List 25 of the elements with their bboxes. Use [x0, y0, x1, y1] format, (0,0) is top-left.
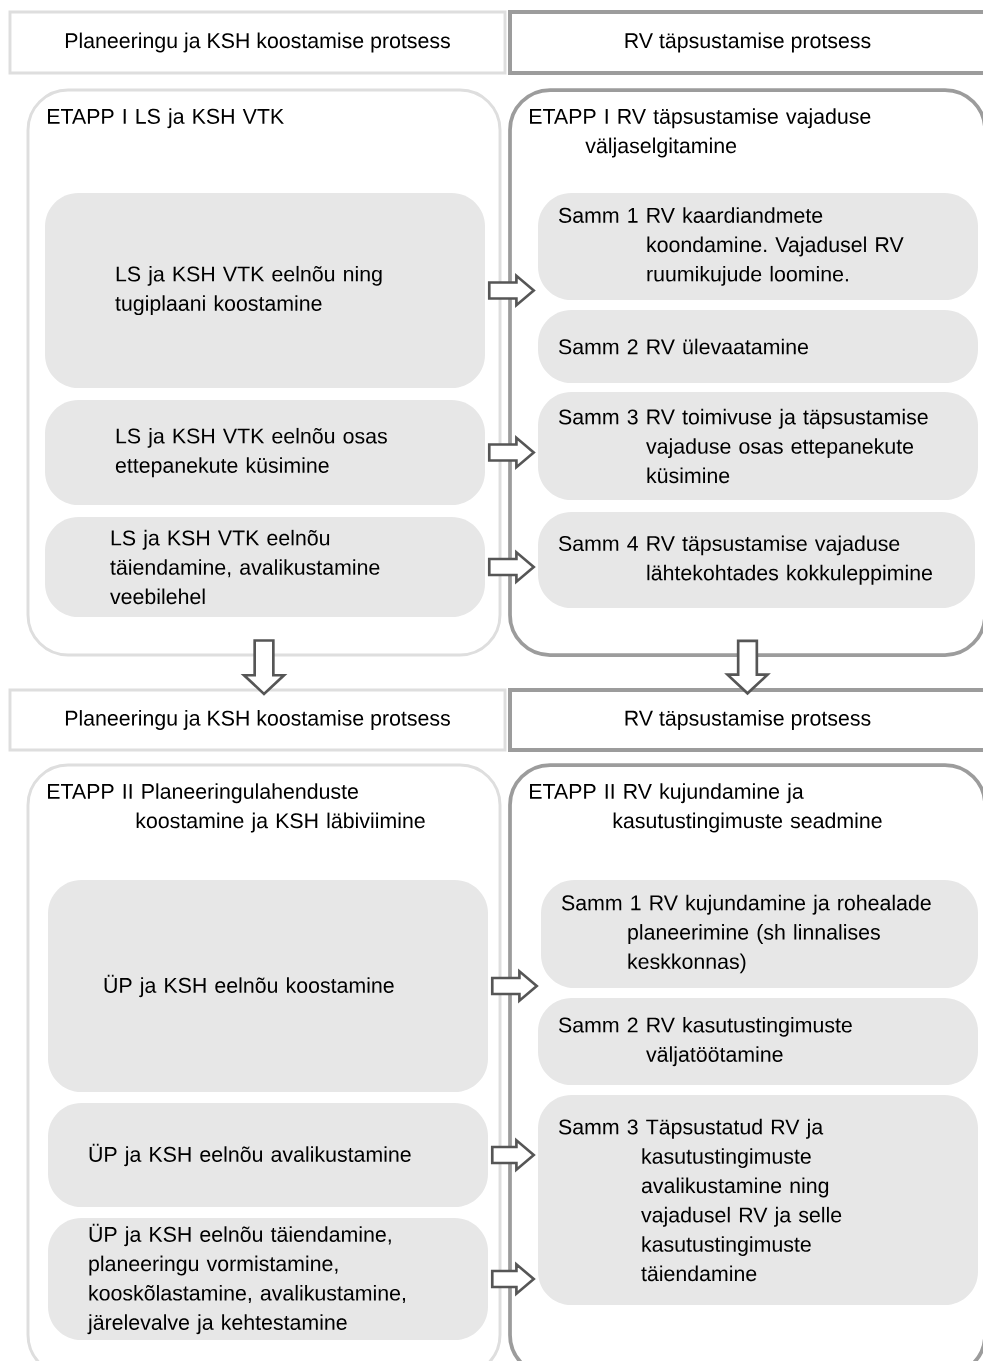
- block-arrow: [487, 272, 536, 309]
- step-box: Samm 2 RV kasutustingimuste väljatöötamine: [538, 998, 978, 1085]
- step-box: Samm 1 RV kujundamine ja rohealade planeerimine (sh linnalises keskkonnas): [541, 880, 978, 988]
- step-box: Samm 4 RV täpsustamise vajaduse lähtekohtades kokkuleppimine: [538, 512, 975, 608]
- block-arrow: [240, 639, 288, 696]
- header-box: RV täpsustamise protsess: [508, 10, 983, 75]
- step-box: Samm 1 RV kaardiandmete koondamine. Vajadusel RV ruumikujude loomine.: [538, 193, 978, 300]
- header-box: RV täpsustamise protsess: [508, 688, 983, 752]
- step-box: Samm 3 RV toimivuse ja täpsustamise vajaduse osas ettepanekute küsimine: [538, 392, 978, 500]
- block-arrow: [490, 968, 539, 1004]
- header-box: Planeeringu ja KSH koostamise protsess: [8, 688, 507, 752]
- block-arrow: [487, 549, 536, 585]
- step-box: Samm 2 RV ülevaatamine: [538, 310, 978, 383]
- header-box: Planeeringu ja KSH koostamise protsess: [8, 10, 507, 75]
- block-arrow: [487, 434, 536, 471]
- block-arrow: [724, 639, 771, 696]
- process-box: ÜP ja KSH eelnõu koostamine: [48, 880, 488, 1092]
- process-box: ÜP ja KSH eelnõu avalikustamine: [48, 1103, 488, 1207]
- process-box: LS ja KSH VTK eelnõu ning tugiplaani koostamine: [45, 193, 485, 388]
- step-box: Samm 3 Täpsustatud RV ja kasutustingimuste avalikustamine ning vajadusel RV ja selle kasutustingimuste täiendamine: [538, 1095, 978, 1305]
- block-arrow: [490, 1137, 536, 1173]
- process-box: ÜP ja KSH eelnõu täiendamine, planeeringu vormistamine, kooskõlastamine, avalikustamine, järelevalve ja kehtestamine: [48, 1218, 488, 1340]
- block-arrow: [490, 1261, 536, 1297]
- process-box: LS ja KSH VTK eelnõu täiendamine, avalikustamine veebilehel: [45, 517, 485, 617]
- process-box: LS ja KSH VTK eelnõu osas ettepanekute küsimine: [45, 400, 485, 505]
